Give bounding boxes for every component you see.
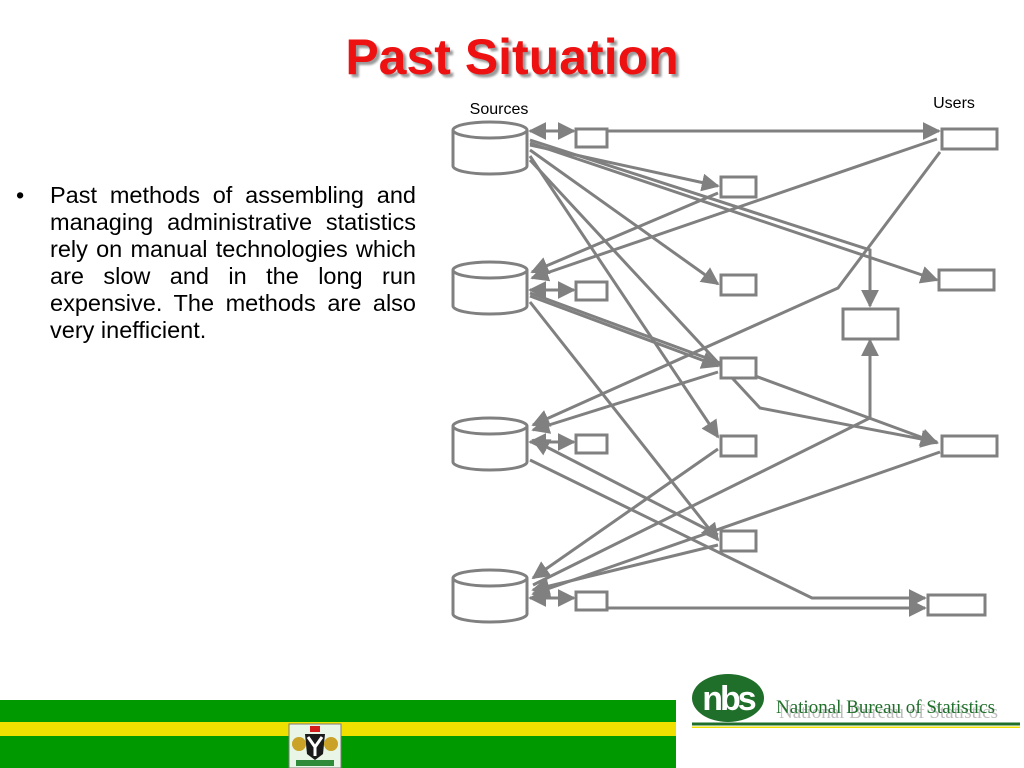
connector-line <box>529 148 720 286</box>
process-box <box>719 175 758 199</box>
source-database-icon <box>451 260 529 316</box>
connector-line <box>531 450 941 598</box>
connector-line <box>529 138 879 308</box>
process-box <box>719 273 758 297</box>
connector-line <box>531 370 719 434</box>
connector-line <box>531 543 719 595</box>
organization-name-shadow: National Bureau of Statistics <box>779 702 998 723</box>
process-box <box>719 529 758 553</box>
process-box <box>841 307 900 341</box>
connector-line <box>531 151 942 427</box>
user-box <box>940 127 999 151</box>
process-box <box>574 127 609 149</box>
connector-line <box>530 137 938 282</box>
coat-of-arms-icon <box>288 723 342 768</box>
sources-label: Sources <box>470 101 529 118</box>
nbs-logo-letters: nbs <box>702 680 756 718</box>
connector-line <box>529 143 720 192</box>
user-box <box>926 593 987 617</box>
process-box <box>719 434 758 458</box>
connector-line <box>531 438 719 537</box>
source-database-icon <box>451 568 529 624</box>
nbs-logo: nbs <box>692 674 1020 728</box>
users-label: Users <box>933 95 975 112</box>
process-box <box>719 356 758 380</box>
organization-name: National Bureau of Statistics <box>776 697 995 718</box>
process-box <box>574 590 609 612</box>
connector-line <box>528 301 720 542</box>
connector-line <box>531 447 719 580</box>
connector-group <box>528 122 942 617</box>
process-box <box>574 280 609 302</box>
nbs-logo-icon <box>692 674 764 722</box>
connector-line <box>529 141 939 284</box>
bullet-item: • Past methods of assembling and managing… <box>14 182 416 344</box>
user-box <box>937 268 996 292</box>
connector-line <box>529 458 927 607</box>
user-box <box>940 434 999 458</box>
bullet-list: • Past methods of assembling and managing… <box>14 182 416 344</box>
connector-line <box>528 158 939 448</box>
process-box <box>574 433 609 455</box>
source-database-icon <box>451 416 529 472</box>
slide-title: Past Situation <box>345 29 679 85</box>
connector-line <box>529 294 720 369</box>
bullet-dot-icon: • <box>16 182 25 208</box>
connector-line <box>530 191 719 274</box>
source-database-icon <box>451 120 529 176</box>
bullet-text: Past methods of assembling and managing … <box>50 182 416 343</box>
connector-line <box>532 338 879 587</box>
connector-line <box>528 155 720 439</box>
footer-band <box>0 700 676 768</box>
